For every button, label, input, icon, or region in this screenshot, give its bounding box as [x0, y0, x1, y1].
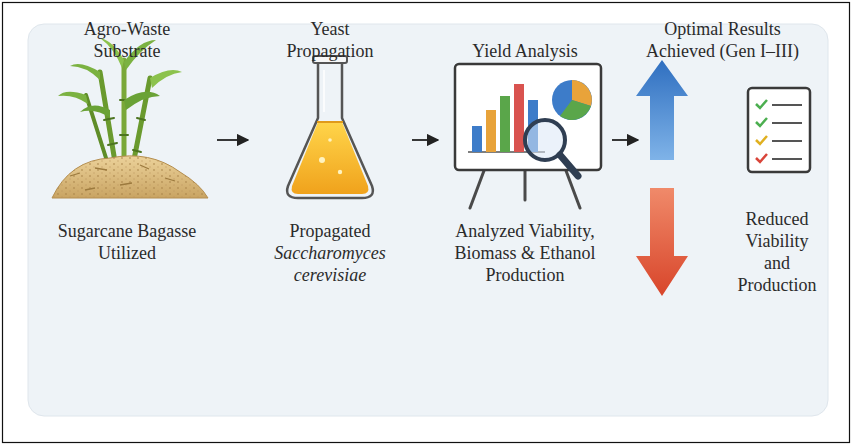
- step-caption: Propagated: [250, 220, 410, 242]
- flow-arrow: [612, 139, 638, 141]
- step-column: Yeast PropagationPropagatedSaccharomyces…: [250, 12, 410, 322]
- flow-arrow: [217, 139, 248, 141]
- checklist-icon: [748, 88, 810, 172]
- outer-frame: [3, 3, 850, 443]
- step-caption: Analyzed Viability, Biomass & Ethanol Pr…: [440, 220, 610, 286]
- step-column: Yield AnalysisAnalyzed Viability, Biomas…: [440, 12, 610, 322]
- down-arrow: [636, 188, 688, 296]
- flask-illustration: [287, 56, 373, 198]
- step-title: Yeast Propagation: [275, 18, 385, 62]
- flow-arrow: [412, 139, 438, 141]
- step-caption: Sugarcane Bagasse Utilized: [57, 220, 197, 264]
- step-column: Agro-Waste SubstrateSugarcane Bagasse Ut…: [40, 12, 215, 322]
- up-arrow: [636, 60, 688, 160]
- background-panel: [28, 24, 828, 416]
- step-caption: Reduced Viability and Production: [732, 208, 822, 296]
- step-title: Optimal Results Achieved (Gen I–III): [640, 18, 805, 62]
- bagasse-pile: [52, 156, 208, 198]
- analysis-board: [455, 64, 601, 208]
- step-title: Agro-Waste Substrate: [67, 18, 187, 62]
- step-title: Yield Analysis: [440, 40, 610, 62]
- step-caption: Saccharomyces cerevisiae: [260, 242, 400, 286]
- step-column: Optimal Results Achieved (Gen I–III) Redu…: [640, 12, 825, 322]
